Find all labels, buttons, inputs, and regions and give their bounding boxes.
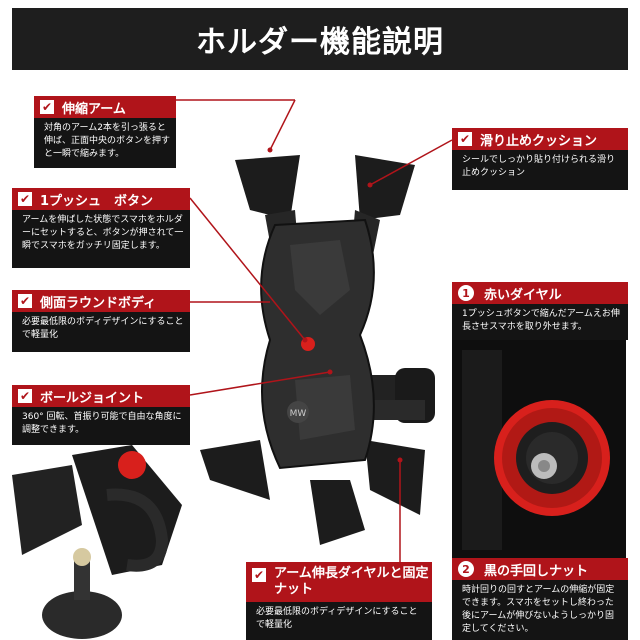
callout-red-dial: 1 赤いダイヤル 1プッシュボタンで縮んだアームえお伸長させスマホを取り外せます…: [452, 282, 628, 340]
callout-body: ✔ 側面ラウンドボディ 必要最低限のボディデザインにすることで軽量化: [12, 290, 190, 352]
check-icon: ✔: [458, 132, 472, 146]
callout-arm-dial-heading: アーム伸長ダイヤルと固定ナット: [274, 566, 429, 597]
ball-joint-closeup-image: [12, 445, 192, 640]
check-icon: ✔: [40, 100, 54, 114]
callout-arm-description: 対角のアーム2本を引っ張ると伸ば、正面中央のボタンを押すと一瞬で縮みます。: [44, 123, 171, 159]
callout-body-description: 必要最低限のボディデザインにすることで軽量化: [22, 317, 184, 340]
page-title: ホルダー機能説明: [196, 25, 444, 60]
check-icon: ✔: [18, 192, 32, 206]
product-holder-image: MW: [200, 155, 435, 545]
callout-arm-dial: ✔ アーム伸長ダイヤルと固定ナット 必要最低限のボディデザインにすることで軽量化: [246, 562, 432, 640]
callout-black-nut: 2 黒の手回しナット 時計回りの回すとアームの伸縮が固定できます。スマホをセット…: [452, 558, 628, 640]
callout-body-heading: 側面ラウンドボディ: [40, 295, 157, 311]
callout-ball-joint: ✔ ボールジョイント 360° 回転、首振り可能で自由な角度に調整できます。: [12, 385, 190, 445]
callout-grip-heading: 滑り止めクッション: [480, 133, 598, 149]
callout-grip: ✔ 滑り止めクッション シールでしっかり貼り付けられる滑り止めクッション: [452, 128, 628, 190]
callout-button-description: アームを伸ばした状態でスマホをホルダーにセットすると、ボタンが押されて一瞬でスマ…: [22, 215, 184, 251]
callout-grip-description: シールでしっかり貼り付けられる滑り止めクッション: [462, 155, 616, 178]
callout-red-dial-heading: 赤いダイヤル: [484, 287, 562, 303]
number-two-icon: 2: [458, 561, 474, 577]
red-dial-closeup-image: [452, 340, 626, 558]
callout-arm: ✔ 伸縮アーム 対角のアーム2本を引っ張ると伸ば、正面中央のボタンを押すと一瞬で…: [34, 96, 176, 168]
callout-button: ✔ 1プッシュ ボタン アームを伸ばした状態でスマホをホルダーにセットすると、ボ…: [12, 188, 190, 268]
callout-arm-heading: 伸縮アーム: [62, 101, 126, 117]
callout-arm-dial-description: 必要最低限のボディデザインにすることで軽量化: [256, 607, 418, 630]
holder-logo-icon: MW: [290, 409, 307, 419]
callout-ball-heading: ボールジョイント: [40, 390, 145, 406]
callout-red-dial-description: 1プッシュボタンで縮んだアームえお伸長させスマホを取り外せます。: [462, 309, 620, 332]
check-icon: ✔: [18, 294, 32, 308]
check-icon: ✔: [252, 568, 266, 582]
callout-black-nut-description: 時計回りの回すとアームの伸縮が固定できます。スマホをセットし終わった後にアームが…: [462, 585, 615, 634]
title-banner: ホルダー機能説明: [12, 8, 628, 70]
check-icon: ✔: [18, 389, 32, 403]
number-one-icon: 1: [458, 285, 474, 301]
callout-black-nut-heading: 黒の手回しナット: [484, 563, 589, 579]
callout-ball-description: 360° 回転、首振り可能で自由な角度に調整できます。: [22, 412, 182, 435]
callout-button-heading: 1プッシュ ボタン: [40, 193, 154, 209]
